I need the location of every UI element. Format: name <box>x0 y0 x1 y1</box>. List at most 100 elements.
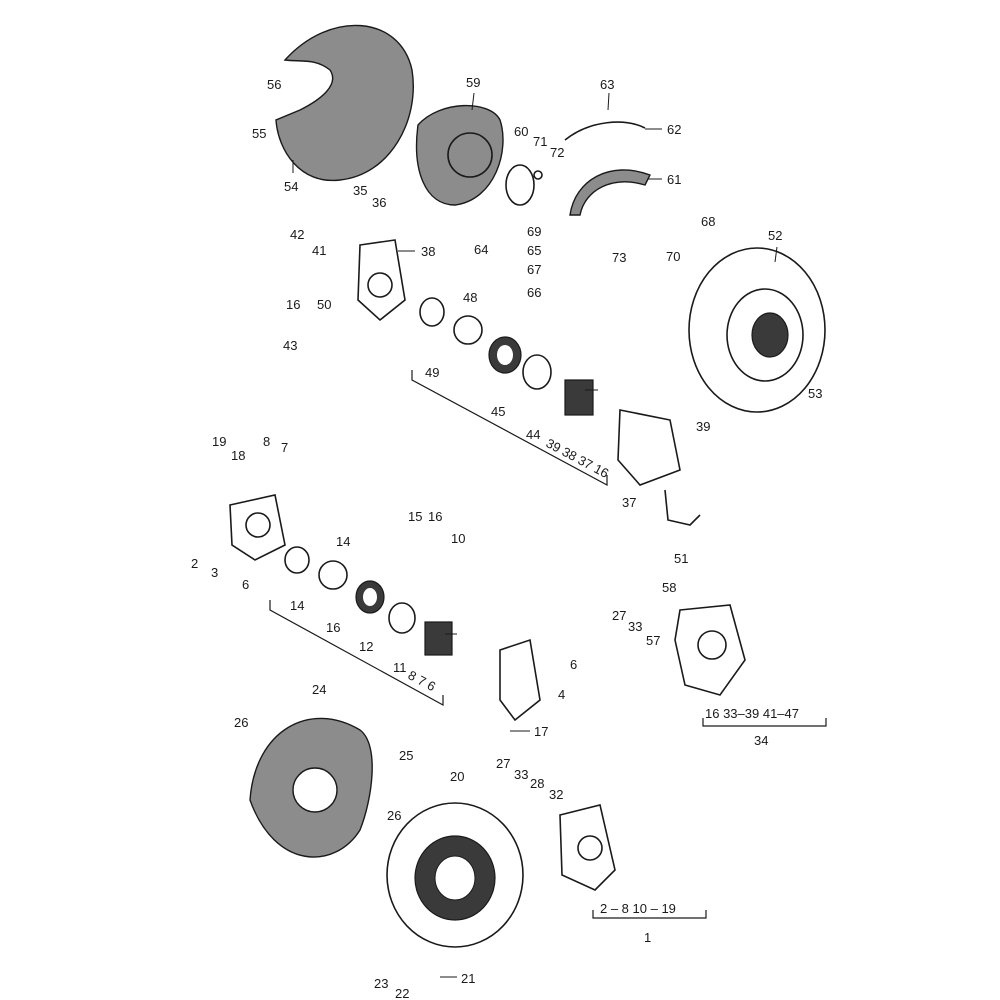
label-43: 45 <box>491 404 505 419</box>
label-69: 72 <box>550 145 564 160</box>
label-64: 68 <box>701 214 715 229</box>
label-65: 69 <box>527 224 541 239</box>
label-48: 52 <box>768 228 782 243</box>
label-32: 34 <box>754 733 768 748</box>
group-72-16: 16 <box>326 620 340 635</box>
label-22: 22 <box>395 986 409 1000</box>
part-13-piston <box>318 560 348 590</box>
label-16-mid: 16 <box>428 509 442 524</box>
label-7: 7 <box>281 440 288 455</box>
label-42: 44 <box>526 427 540 442</box>
label-8: 8 <box>263 434 270 449</box>
label-54: 58 <box>662 580 676 595</box>
label-37: 39 <box>696 419 710 434</box>
label-53: 57 <box>646 633 660 648</box>
label-15: 15 <box>408 509 422 524</box>
part-35-caliper-half <box>617 409 681 486</box>
bracket-73 <box>411 370 608 487</box>
label-16-top: 16 <box>286 297 300 312</box>
label-39: 42 <box>290 227 304 242</box>
part-47-brake-line <box>664 489 701 526</box>
label-35: 37 <box>622 495 636 510</box>
part-56-seal <box>505 164 543 206</box>
label-44: 48 <box>463 290 477 305</box>
label-33: 35 <box>353 183 367 198</box>
label-3: 3 <box>211 565 218 580</box>
leader-lines <box>292 92 778 978</box>
part-43-seal <box>488 336 522 374</box>
label-67: 73 <box>612 250 626 265</box>
label-12: 12 <box>359 639 373 654</box>
label-62: 66 <box>527 285 541 300</box>
label-59: 63 <box>600 77 614 92</box>
part-14-ring <box>284 546 310 574</box>
part-24-splash-shield <box>249 717 373 858</box>
part-36-rear-caliper <box>357 239 406 322</box>
label-6: 6 <box>570 657 577 672</box>
group-1-members: 2 – 8 10 – 19 <box>600 901 676 916</box>
label-56: 60 <box>514 124 528 139</box>
label-47: 51 <box>674 551 688 566</box>
label-58: 62 <box>667 122 681 137</box>
label-27: 26 <box>234 715 248 730</box>
part-71-rear-pad <box>564 379 594 416</box>
label-1: 1 <box>644 930 651 945</box>
part-45-ring <box>419 297 445 327</box>
label-4: 4 <box>558 687 565 702</box>
part-20-front-disc <box>386 802 524 948</box>
label-28: 28 <box>530 776 544 791</box>
label-61: 65 <box>527 243 541 258</box>
group-32-members: 16 33–39 41–47 <box>705 706 799 721</box>
label-23: 23 <box>374 976 388 991</box>
label-24: 24 <box>312 682 326 697</box>
group-72-members: 8 7 6 <box>406 667 439 694</box>
label-26: 26 <box>387 808 401 823</box>
group-73-members: 39 38 37 16 <box>544 435 612 480</box>
bracket-72 <box>269 600 444 707</box>
part-12-seal <box>355 580 385 614</box>
label-41: 43 <box>283 338 297 353</box>
part-42-ring <box>522 354 552 390</box>
label-18: 18 <box>231 448 245 463</box>
label-45: 49 <box>425 365 439 380</box>
label-20: 20 <box>450 769 464 784</box>
label-5: 6 <box>242 577 249 592</box>
label-10: 10 <box>451 531 465 546</box>
part-labels: 56 55 54 59 63 62 60 71 72 61 35 36 42 4… <box>191 75 822 1000</box>
label-14: 14 <box>290 598 304 613</box>
part-70-front-pad <box>424 621 453 656</box>
label-29-low: 27 <box>496 756 510 771</box>
part-55-backing-plate <box>415 104 504 206</box>
label-29-mid: 27 <box>612 608 626 623</box>
label-50: 54 <box>284 179 298 194</box>
part-44-piston <box>453 315 483 345</box>
part-11-ring <box>388 602 416 634</box>
label-17: 17 <box>534 724 548 739</box>
bracket-32 <box>702 718 827 727</box>
label-38: 41 <box>312 243 326 258</box>
part-57-58-brake-shoes <box>564 121 651 216</box>
label-19: 19 <box>212 434 226 449</box>
label-60: 64 <box>474 242 488 257</box>
label-13: 14 <box>336 534 350 549</box>
label-11: 11 <box>393 660 407 675</box>
label-63: 67 <box>527 262 541 277</box>
part-5-front-caliper <box>229 494 286 561</box>
label-30: 32 <box>549 787 563 802</box>
label-68: 71 <box>533 134 547 149</box>
part-50-splash-shield <box>275 24 414 182</box>
bracket-1 <box>592 910 707 919</box>
part-1-caliper-assembly <box>559 804 616 891</box>
part-48-rear-disc <box>688 247 826 413</box>
label-55: 59 <box>466 75 480 90</box>
label-57: 61 <box>667 172 681 187</box>
label-34: 36 <box>372 195 386 210</box>
label-46: 50 <box>317 297 331 312</box>
label-25: 25 <box>399 748 413 763</box>
label-21: 21 <box>461 971 475 986</box>
label-36: 38 <box>421 244 435 259</box>
label-49: 53 <box>808 386 822 401</box>
label-2: 2 <box>191 556 198 571</box>
